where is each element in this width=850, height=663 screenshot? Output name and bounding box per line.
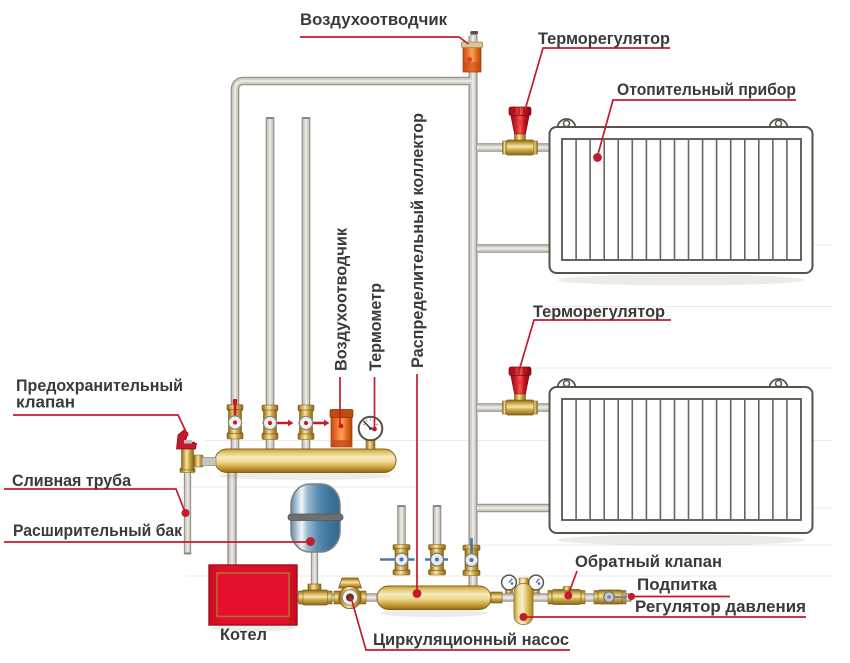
svg-text:Воздухоотводчик: Воздухоотводчик bbox=[300, 10, 447, 29]
svg-text:Терморегулятор: Терморегулятор bbox=[533, 302, 665, 321]
svg-text:Воздухоотводчик: Воздухоотводчик bbox=[332, 228, 351, 371]
svg-text:Распределительный коллектор: Распределительный коллектор bbox=[408, 113, 427, 368]
svg-text:Котел: Котел bbox=[220, 626, 267, 644]
svg-text:Регулятор давления: Регулятор давления bbox=[635, 597, 806, 616]
svg-text:Сливная труба: Сливная труба bbox=[12, 471, 132, 490]
svg-text:Расширительный бак: Расширительный бак bbox=[13, 521, 182, 540]
svg-text:Предохранительный: Предохранительный bbox=[16, 376, 183, 395]
svg-text:Термометр: Термометр bbox=[366, 283, 385, 371]
svg-text:Циркуляционный насос: Циркуляционный насос bbox=[373, 630, 569, 649]
svg-text:Терморегулятор: Терморегулятор bbox=[538, 29, 670, 48]
svg-text:клапан: клапан bbox=[16, 393, 75, 412]
svg-text:Обратный клапан: Обратный клапан bbox=[575, 552, 722, 571]
svg-text:Отопительный прибор: Отопительный прибор bbox=[617, 80, 796, 99]
svg-text:Подпитка: Подпитка bbox=[637, 575, 718, 594]
